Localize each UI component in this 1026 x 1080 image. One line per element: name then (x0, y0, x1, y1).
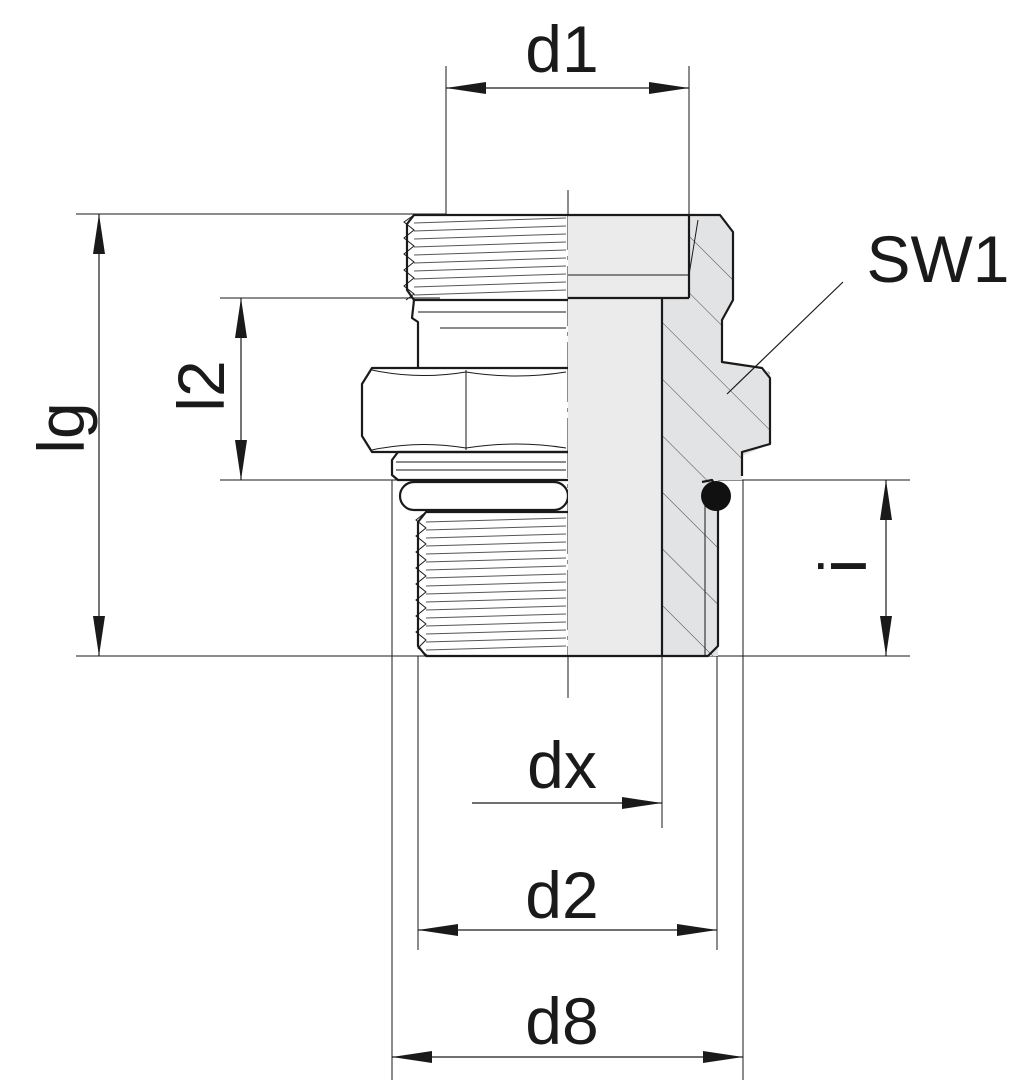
counterbore-area (568, 298, 662, 656)
dimension-d1 (446, 82, 689, 94)
exterior-view (360, 213, 570, 658)
upper-thread-lines (413, 217, 567, 296)
dimension-l2 (235, 298, 247, 480)
label-d2: d2 (525, 858, 598, 932)
dimension-d2 (418, 924, 717, 936)
dimension-dx (472, 797, 662, 809)
label-lg: lg (24, 402, 98, 453)
upper-thread-teeth (403, 214, 415, 301)
label-i: i (806, 559, 880, 574)
label-d8: d8 (525, 984, 598, 1058)
o-ring-section (701, 481, 731, 511)
label-sw1: SW1 (866, 222, 1009, 296)
sw1-leader-line (726, 281, 844, 395)
dimension-d8 (392, 1051, 743, 1063)
dimension-i (880, 480, 892, 656)
section-view (568, 213, 772, 658)
label-dx: dx (527, 728, 597, 802)
label-d1: d1 (525, 12, 598, 86)
dimension-lg (93, 214, 105, 656)
extension-lines (76, 66, 910, 1080)
label-l2: l2 (164, 360, 238, 411)
lower-thread-lines (425, 517, 567, 651)
lower-thread-teeth (415, 511, 429, 657)
